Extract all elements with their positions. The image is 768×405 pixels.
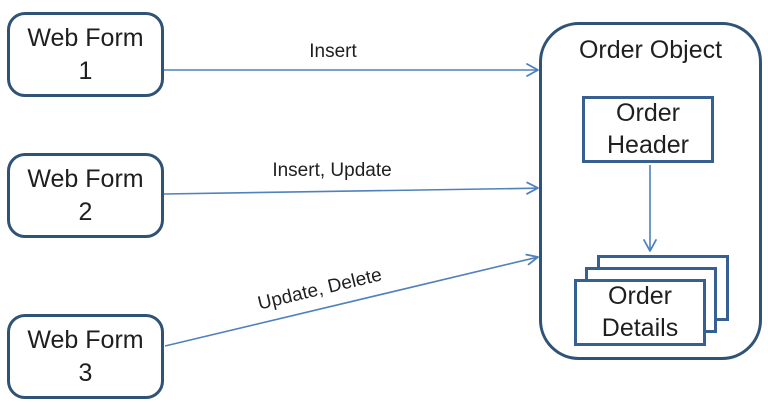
order-object-title: Order Object <box>578 36 723 64</box>
node-web-form-1-number: 1 <box>78 56 93 85</box>
connector-form3-to-order <box>164 253 539 347</box>
order-header-line1: Order <box>616 99 680 128</box>
node-web-form-2: Web Form 2 <box>7 153 164 238</box>
node-web-form-1: Web Form 1 <box>7 12 164 97</box>
connector-form2-line <box>163 187 538 195</box>
edge-label-insert: Insert <box>309 41 357 62</box>
order-details-line2: Details <box>601 313 679 342</box>
node-web-form-2-title: Web Form <box>27 165 144 193</box>
order-details-line1: Order <box>608 282 672 311</box>
node-order-header: Order Header <box>582 96 714 163</box>
arrowhead-form1-icon <box>526 63 539 77</box>
connector-form2-to-order <box>163 181 539 195</box>
node-web-form-3: Web Form 3 <box>7 314 164 399</box>
node-web-form-3-title: Web Form <box>27 326 144 354</box>
connector-form1-to-order <box>164 63 539 77</box>
node-web-form-2-number: 2 <box>78 197 93 226</box>
edge-label-insert-update: Insert, Update <box>272 160 392 181</box>
node-web-form-3-number: 3 <box>78 358 93 387</box>
edge-label-update-delete: Update, Delete <box>255 264 384 315</box>
arrowhead-form3-icon <box>525 253 539 266</box>
node-order-details: Order Details <box>574 279 706 346</box>
arrowhead-form2-icon <box>526 181 539 195</box>
node-web-form-1-title: Web Form <box>27 24 144 52</box>
order-header-line2: Header <box>607 130 689 159</box>
